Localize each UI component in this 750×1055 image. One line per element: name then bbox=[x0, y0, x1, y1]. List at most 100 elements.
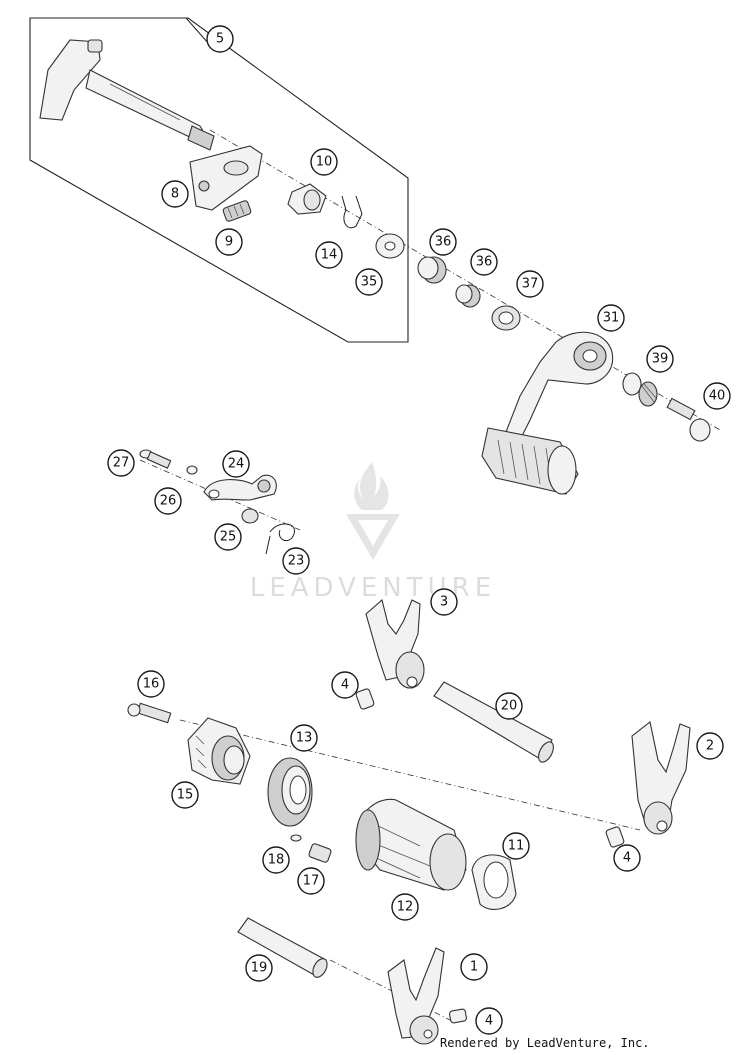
svg-text:4: 4 bbox=[623, 851, 631, 866]
svg-text:25: 25 bbox=[220, 530, 237, 545]
svg-text:5: 5 bbox=[216, 32, 224, 47]
detent-washer bbox=[186, 465, 198, 475]
callout-26: 26 bbox=[154, 487, 182, 515]
svg-text:14: 14 bbox=[321, 248, 338, 263]
shift-drum-ring bbox=[471, 854, 517, 910]
shift-lever-part bbox=[481, 331, 614, 495]
svg-text:11: 11 bbox=[508, 839, 525, 854]
shift-drum-locating bbox=[187, 717, 251, 785]
washer-part bbox=[375, 233, 405, 259]
svg-text:24: 24 bbox=[228, 457, 245, 472]
spring-part bbox=[222, 200, 252, 222]
lever-bushing-part bbox=[241, 508, 259, 524]
callout-39: 39 bbox=[646, 345, 674, 373]
svg-text:20: 20 bbox=[501, 699, 518, 714]
locking-lever-part bbox=[203, 474, 277, 501]
callout-12: 12 bbox=[391, 893, 419, 921]
svg-text:37: 37 bbox=[522, 277, 539, 292]
needle-bearing-1 bbox=[417, 256, 447, 284]
callout-4-b: 4 bbox=[613, 844, 641, 872]
callout-10: 10 bbox=[310, 148, 338, 176]
leadventure-watermark: LEADVENTURE bbox=[250, 462, 496, 603]
torsion-spring-part bbox=[265, 523, 295, 555]
callout-31: 31 bbox=[597, 304, 625, 332]
shift-shaft-part bbox=[39, 39, 215, 151]
svg-text:10: 10 bbox=[316, 155, 333, 170]
svg-text:13: 13 bbox=[296, 731, 313, 746]
flame-logo-icon bbox=[354, 462, 389, 510]
callout-4-a: 4 bbox=[331, 671, 359, 699]
svg-text:12: 12 bbox=[397, 900, 414, 915]
callout-18: 18 bbox=[262, 846, 290, 874]
callout-36-a: 36 bbox=[429, 228, 457, 256]
svg-text:18: 18 bbox=[268, 853, 285, 868]
svg-text:36: 36 bbox=[435, 235, 452, 250]
lever-bolt-part bbox=[666, 397, 711, 442]
leader-lines bbox=[185, 17, 210, 45]
assembly-frame bbox=[29, 17, 409, 343]
callout-17: 17 bbox=[297, 867, 325, 895]
svg-text:39: 39 bbox=[652, 352, 669, 367]
svg-text:23: 23 bbox=[288, 554, 305, 569]
shift-drum-12 bbox=[355, 798, 467, 891]
svg-text:1: 1 bbox=[470, 960, 478, 975]
shift-drum-bearing bbox=[267, 757, 313, 827]
svg-text:35: 35 bbox=[361, 275, 378, 290]
fork-shaft-19 bbox=[237, 917, 328, 978]
needle-bearing-2 bbox=[455, 284, 481, 308]
svg-text:2: 2 bbox=[706, 739, 714, 754]
callout-14: 14 bbox=[315, 241, 343, 269]
callout-27: 27 bbox=[107, 449, 135, 477]
callout-13: 13 bbox=[290, 724, 318, 752]
callout-16: 16 bbox=[137, 670, 165, 698]
guide-roller-2 bbox=[605, 826, 625, 848]
callout-25: 25 bbox=[214, 523, 242, 551]
shift-drum-screw bbox=[127, 702, 172, 724]
callout-36-b: 36 bbox=[470, 248, 498, 276]
callout-1: 1 bbox=[460, 953, 488, 981]
callout-3: 3 bbox=[430, 588, 458, 616]
guide-roller-3 bbox=[449, 1008, 467, 1024]
callout-4-c: 4 bbox=[475, 1007, 503, 1035]
drum-washer-part bbox=[290, 834, 302, 842]
callout-5: 5 bbox=[206, 25, 234, 53]
watermark-text: LEADVENTURE bbox=[250, 573, 496, 603]
shift-plate-part bbox=[189, 145, 263, 211]
callout-19: 19 bbox=[245, 954, 273, 982]
credit-text: Rendered by LeadVenture, Inc. bbox=[440, 1036, 650, 1050]
callout-37: 37 bbox=[516, 270, 544, 298]
shift-detent-bolt bbox=[139, 449, 172, 469]
shift-fork-3 bbox=[365, 598, 425, 689]
callout-23: 23 bbox=[282, 547, 310, 575]
seal-ring-part bbox=[491, 305, 521, 331]
svg-text:19: 19 bbox=[251, 961, 268, 976]
svg-text:31: 31 bbox=[603, 311, 620, 326]
svg-text:4: 4 bbox=[341, 678, 349, 693]
v-logo-icon bbox=[346, 514, 400, 560]
svg-text:26: 26 bbox=[160, 494, 177, 509]
shift-fork-1 bbox=[387, 947, 445, 1045]
svg-text:27: 27 bbox=[113, 456, 130, 471]
svg-text:17: 17 bbox=[303, 874, 320, 889]
svg-text:4: 4 bbox=[485, 1014, 493, 1029]
svg-text:9: 9 bbox=[225, 235, 233, 250]
callout-11: 11 bbox=[502, 832, 530, 860]
callout-2: 2 bbox=[696, 732, 724, 760]
callout-40: 40 bbox=[703, 382, 731, 410]
drum-bolt-part bbox=[308, 843, 332, 863]
svg-text:15: 15 bbox=[177, 788, 194, 803]
guide-roller-1 bbox=[355, 688, 375, 710]
callout-24: 24 bbox=[222, 450, 250, 478]
shift-fork-2 bbox=[631, 721, 691, 835]
svg-text:3: 3 bbox=[440, 595, 448, 610]
callout-8: 8 bbox=[161, 180, 189, 208]
circlip-part bbox=[341, 195, 363, 229]
svg-text:36: 36 bbox=[476, 255, 493, 270]
svg-text:8: 8 bbox=[171, 187, 179, 202]
lever-washer-part bbox=[622, 372, 658, 407]
svg-text:16: 16 bbox=[143, 677, 160, 692]
svg-text:40: 40 bbox=[709, 389, 726, 404]
callout-15: 15 bbox=[171, 781, 199, 809]
callout-35: 35 bbox=[355, 268, 383, 296]
